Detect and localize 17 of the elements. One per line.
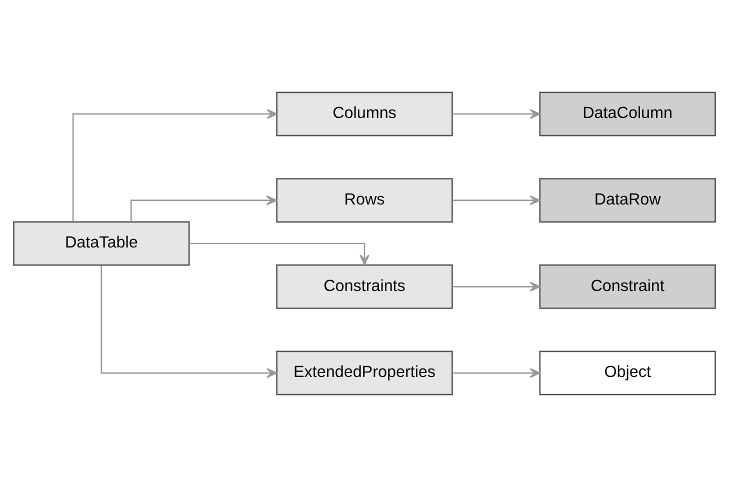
arrow bbox=[452, 108, 540, 118]
arrow bbox=[72, 108, 278, 222]
arrow bbox=[452, 281, 540, 292]
node-box: Constraint bbox=[539, 264, 716, 308]
node-box: DataRow bbox=[539, 178, 716, 222]
node-box: Constraints bbox=[276, 264, 453, 308]
node-box: DataTable bbox=[13, 220, 190, 266]
node-box: DataColumn bbox=[539, 91, 716, 136]
node-box: Object bbox=[539, 350, 716, 395]
node-box: Columns bbox=[276, 91, 453, 136]
arrow bbox=[452, 368, 540, 378]
arrow bbox=[452, 194, 540, 205]
arrow bbox=[189, 242, 370, 265]
arrow bbox=[100, 264, 278, 378]
node-box: Rows bbox=[276, 178, 453, 222]
node-box: ExtendedProperties bbox=[276, 350, 453, 395]
arrow bbox=[130, 194, 277, 221]
